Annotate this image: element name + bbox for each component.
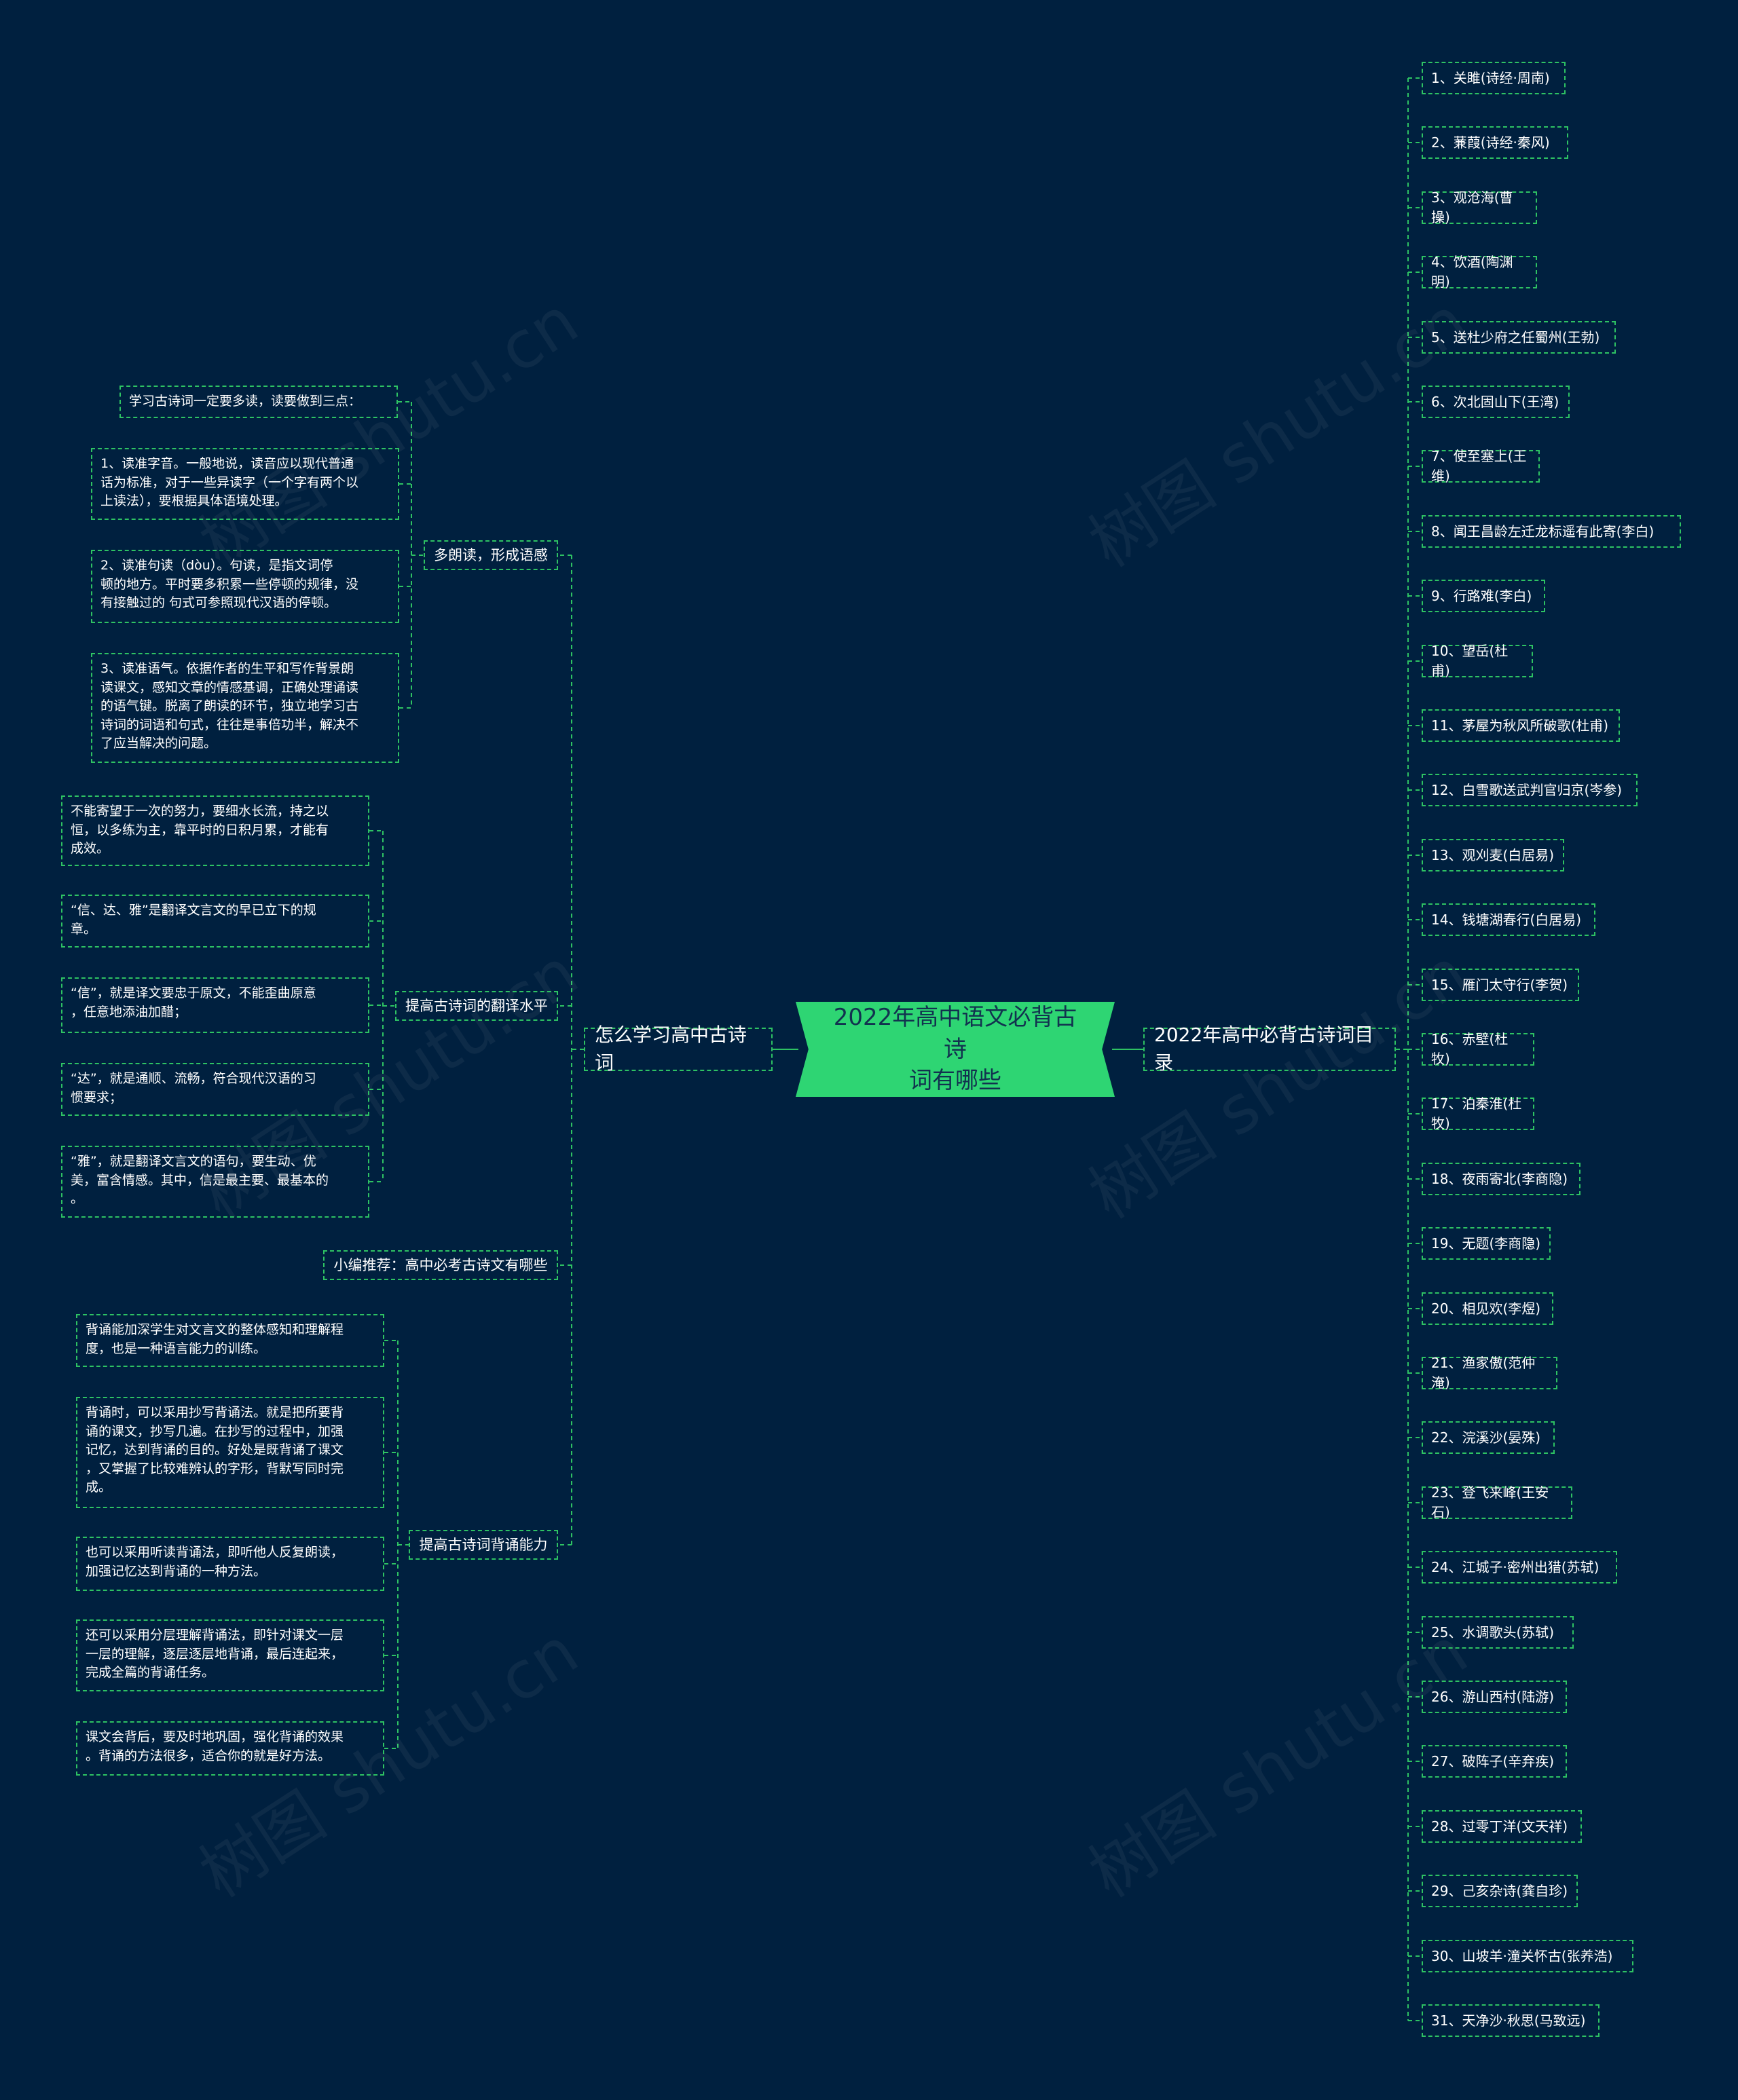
poem-item[interactable]: 15、雁门太守行(李贺)	[1422, 969, 1579, 1001]
poem-item[interactable]: 26、游山西村(陆游)	[1422, 1681, 1567, 1713]
poem-item[interactable]: 23、登飞来峰(王安石)	[1422, 1484, 1572, 1520]
note-read-pronunciation[interactable]: 1、读准字音。一般地说，读音应以现代普通 话为标准，对于一些异读字（一个字有两个…	[91, 448, 399, 520]
poem-item[interactable]: 27、破阵子(辛弃疾)	[1422, 1745, 1567, 1778]
note-translation-practice[interactable]: 不能寄望于一次的努力，要细水长流，持之以 恒，以多练为主，靠平时的日积月累，才能…	[61, 795, 369, 866]
poem-item[interactable]: 30、山坡羊·潼关怀古(张养浩)	[1422, 1940, 1633, 1972]
poem-item[interactable]: 12、白雪歌送武判官归京(岑参)	[1422, 774, 1638, 806]
poem-item[interactable]: 14、钱塘湖春行(白居易)	[1422, 903, 1595, 936]
note-translation-faithful[interactable]: “信”，就是译文要忠于原文，不能歪曲原意 ，任意地添油加醋；	[61, 977, 369, 1033]
note-recitation-review[interactable]: 课文会背后，要及时地巩固，强化背诵的效果 。背诵的方法很多，适合你的就是好方法。	[76, 1721, 384, 1776]
note-read-pauses[interactable]: 2、读准句读（dòu）。句读，是指文词停 顿的地方。平时要多积累一些停顿的规律，…	[91, 550, 399, 623]
poem-item[interactable]: 11、茅屋为秋风所破歌(杜甫)	[1422, 709, 1620, 742]
poem-item[interactable]: 31、天净沙·秋思(马致远)	[1422, 2004, 1600, 2037]
poem-item[interactable]: 3、观沧海(曹操)	[1422, 189, 1537, 225]
subtopic-read-aloud[interactable]: 多朗读，形成语感	[424, 540, 558, 570]
right-branch-topic[interactable]: 2022年高中必背古诗词目录	[1143, 1024, 1396, 1074]
poem-item[interactable]: 10、望岳(杜甫)	[1422, 643, 1533, 679]
note-recitation-benefit[interactable]: 背诵能加深学生对文言文的整体感知和理解程 度，也是一种语言能力的训练。	[76, 1314, 384, 1367]
note-recitation-layered[interactable]: 还可以采用分层理解背诵法，即针对课文一层 一层的理解，逐层逐层地背诵，最后连起来…	[76, 1619, 384, 1691]
poem-item[interactable]: 8、闻王昌龄左迁龙标遥有此寄(李白)	[1422, 515, 1681, 548]
poem-item[interactable]: 25、水调歌头(苏轼)	[1422, 1616, 1574, 1649]
note-translation-elegant[interactable]: “雅”，就是翻译文言文的语句，要生动、优 美，富含情感。其中，信是最主要、最基本…	[61, 1146, 369, 1218]
note-recitation-listening[interactable]: 也可以采用听读背诵法，即听他人反复朗读， 加强记忆达到背诵的一种方法。	[76, 1537, 384, 1591]
poem-item[interactable]: 28、过零丁洋(文天祥)	[1422, 1810, 1582, 1843]
poem-item[interactable]: 18、夜雨寄北(李商隐)	[1422, 1163, 1580, 1195]
poem-item[interactable]: 20、相见欢(李煜)	[1422, 1292, 1553, 1325]
poem-item[interactable]: 4、饮酒(陶渊明)	[1422, 254, 1537, 290]
subtopic-recommendation[interactable]: 小编推荐：高中必考古诗文有哪些	[323, 1250, 558, 1280]
subtopic-recitation[interactable]: 提高古诗词背诵能力	[409, 1530, 558, 1560]
poem-item[interactable]: 17、泊秦淮(杜牧)	[1422, 1095, 1534, 1131]
poem-item[interactable]: 9、行路难(李白)	[1422, 580, 1545, 612]
poem-item[interactable]: 2、蒹葭(诗经·秦风)	[1422, 126, 1568, 159]
poem-item[interactable]: 6、次北固山下(王湾)	[1422, 386, 1570, 418]
poem-item[interactable]: 21、渔家傲(范仲淹)	[1422, 1355, 1557, 1391]
poem-item[interactable]: 24、江城子·密州出猎(苏轼)	[1422, 1551, 1617, 1583]
poem-item[interactable]: 13、观刈麦(白居易)	[1422, 839, 1564, 871]
poem-item[interactable]: 5、送杜少府之任蜀州(王勃)	[1422, 321, 1616, 354]
poem-item[interactable]: 29、己亥杂诗(龚自珍)	[1422, 1875, 1578, 1907]
poem-item[interactable]: 19、无题(李商隐)	[1422, 1227, 1551, 1260]
note-read-aloud-intro[interactable]: 学习古诗词一定要多读，读要做到三点：	[119, 386, 398, 418]
note-translation-principles[interactable]: “信、达、雅”是翻译文言文的早已立下的规 章。	[61, 895, 369, 948]
subtopic-translation[interactable]: 提高古诗词的翻译水平	[395, 991, 558, 1021]
poem-item[interactable]: 1、关雎(诗经·周南)	[1422, 62, 1566, 94]
poem-item[interactable]: 7、使至塞上(王维)	[1422, 448, 1540, 484]
left-branch-topic[interactable]: 怎么学习高中古诗词	[584, 1024, 773, 1074]
poem-item[interactable]: 16、赤壁(杜牧)	[1422, 1031, 1534, 1067]
poem-item[interactable]: 22、浣溪沙(晏殊)	[1422, 1421, 1555, 1454]
note-translation-fluent[interactable]: “达”，就是通顺、流畅，符合现代汉语的习 惯要求；	[61, 1063, 369, 1116]
root-topic[interactable]: 2022年高中语文必背古诗 词有哪些	[796, 1002, 1115, 1097]
note-read-tone[interactable]: 3、读准语气。依据作者的生平和写作背景朗 读课文，感知文章的情感基调，正确处理诵…	[91, 653, 399, 763]
note-recitation-copying[interactable]: 背诵时，可以采用抄写背诵法。就是把所要背 诵的课文，抄写几遍。在抄写的过程中，加…	[76, 1397, 384, 1508]
